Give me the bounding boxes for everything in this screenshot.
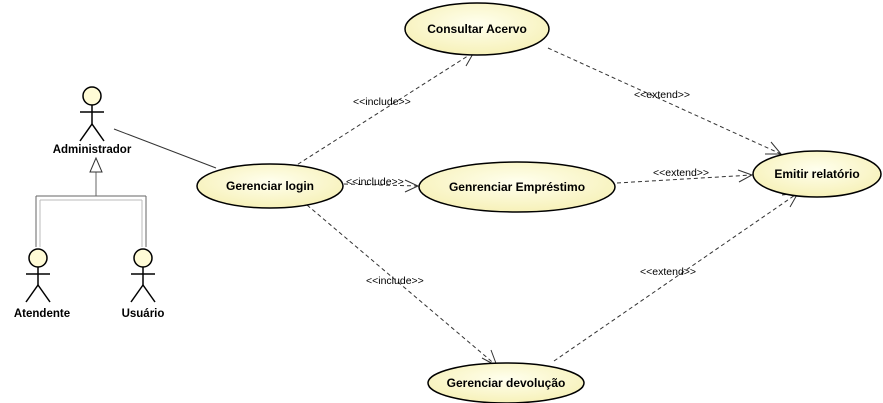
generalization-lines <box>35 172 147 247</box>
use-case-label: Genrenciar Empréstimo <box>449 180 585 194</box>
extend-label-emprestimo: <<extend>> <box>653 167 709 179</box>
actor-administrador[interactable] <box>79 86 105 142</box>
extend-label-devolucao: <<extend>> <box>640 266 696 278</box>
dependency-lines <box>291 47 799 367</box>
use-case-label: Consultar Acervo <box>427 22 527 36</box>
generalization-arrowhead <box>89 156 103 173</box>
use-case-genrenciar-emprestimo[interactable]: Genrenciar Empréstimo <box>418 161 616 213</box>
include-label-devolucao: <<include>> <box>366 275 424 287</box>
actor-label-administrador: Administrador <box>53 144 132 156</box>
use-case-label: Gerenciar login <box>226 179 314 193</box>
actor-head-icon <box>28 248 48 268</box>
actor-label-usuario: Usuário <box>122 308 165 320</box>
actor-label-atendente: Atendente <box>14 308 70 320</box>
use-case-label: Emitir relatório <box>774 167 859 181</box>
use-case-emitir-relatorio[interactable]: Emitir relatório <box>752 150 882 198</box>
actor-head-icon <box>133 248 153 268</box>
include-label-emprestimo: <<include>> <box>346 176 404 188</box>
actor-atendente[interactable] <box>25 248 51 303</box>
include-label-consultar: <<include>> <box>353 96 411 108</box>
use-case-label: Gerenciar devolução <box>447 376 566 390</box>
association-line <box>113 128 217 169</box>
actor-usuario[interactable] <box>130 248 156 303</box>
use-case-gerenciar-login[interactable]: Gerenciar login <box>196 163 344 209</box>
dependency-arrowheads <box>404 51 799 368</box>
use-case-consultar-acervo[interactable]: Consultar Acervo <box>404 2 550 56</box>
extend-label-consultar: <<extend>> <box>634 89 690 101</box>
use-case-gerenciar-devolucao[interactable]: Gerenciar devolução <box>427 362 585 403</box>
actor-head-icon <box>82 86 102 106</box>
